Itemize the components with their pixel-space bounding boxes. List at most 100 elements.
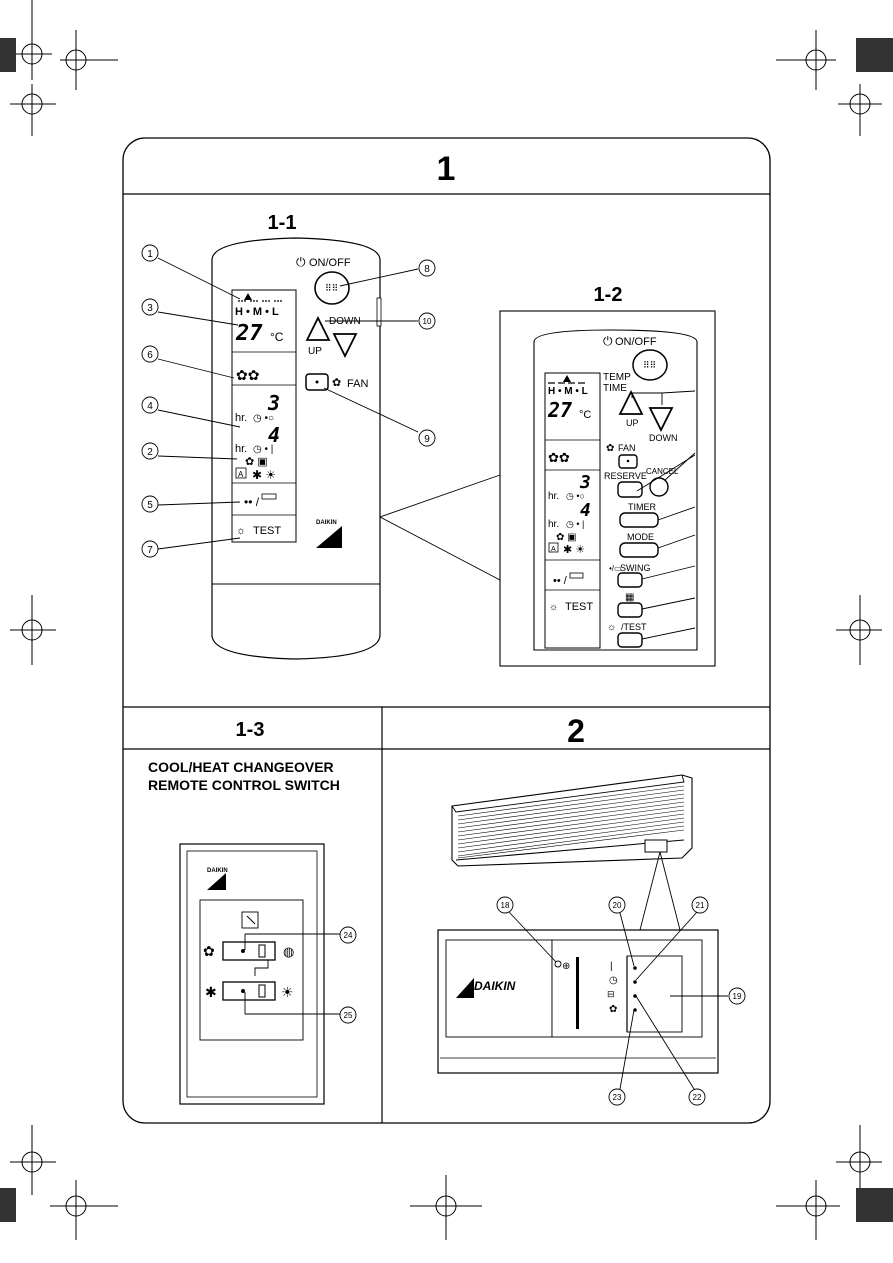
mode-label: MODE	[627, 532, 654, 542]
open-timer-off-value: 4	[580, 500, 591, 521]
fan-only-icon: ✿	[203, 943, 215, 959]
cool-icon: ✱	[205, 984, 217, 1000]
swing-label: SWING	[620, 563, 651, 573]
open-up-label: UP	[626, 418, 639, 428]
test-button[interactable]	[617, 632, 643, 648]
on-off-button[interactable]	[314, 271, 350, 305]
open-fan-levels: H • M • L	[548, 386, 588, 397]
section-2-number: 2	[567, 713, 585, 749]
callout-18: 18	[501, 901, 510, 910]
registration-marks	[0, 0, 882, 1240]
callouts-1-2	[636, 452, 696, 640]
cancel-button[interactable]	[649, 477, 669, 497]
remote-controller-front: H • M • L 27 °C ✿✿ 3 hr. ◷ •○ 4 hr. ◷ • …	[211, 237, 382, 660]
svg-text:☼: ☼	[549, 602, 558, 613]
timer-label: TIMER	[628, 502, 656, 512]
mode-button[interactable]	[619, 542, 659, 558]
callout-10: 10	[423, 317, 432, 326]
daikin-logo-small: DAIKIN	[316, 520, 342, 548]
callout-7: 7	[147, 545, 153, 556]
fan-lamp-icon: ✿	[609, 1004, 617, 1015]
open-hr-2: hr.	[548, 519, 559, 530]
power-symbol-icon: ⏻	[296, 255, 306, 269]
lcd-clock-icon: ◷ •○	[253, 413, 274, 424]
callout-6: 6	[147, 350, 153, 361]
dry-icon: ◍	[283, 944, 294, 959]
indoor-display-panel: DAIKIN ⊕ | ◷ ⊟ ✿	[437, 929, 719, 1074]
down-label: DOWN	[329, 316, 361, 327]
callout-4: 4	[147, 401, 153, 412]
open-lcd-temperature: 27	[547, 398, 572, 422]
indoor-brand: DAIKIN	[474, 979, 516, 993]
open-auto-mode: A	[551, 546, 556, 553]
svg-text:✿ ▣: ✿ ▣	[556, 532, 577, 543]
callout-21: 21	[696, 901, 705, 910]
fan-icon: ✿	[332, 377, 341, 389]
callout-5: 5	[147, 500, 153, 511]
reserve-button[interactable]	[617, 481, 643, 498]
lcd-fan-icon: ✿✿	[236, 367, 259, 383]
open-on-off-button[interactable]	[632, 349, 668, 381]
lcd-auto-mode: A	[238, 470, 244, 479]
timer-button[interactable]	[619, 512, 659, 528]
open-on-off-label: ON/OFF	[615, 336, 657, 348]
open-down-label: DOWN	[649, 433, 678, 443]
changeover-heading-2: REMOTE CONTROL SWITCH	[148, 777, 340, 793]
lcd-hr-label-1: hr.	[235, 412, 247, 424]
time-label: TIME	[603, 383, 627, 394]
section-1-1-title: 1-1	[268, 212, 297, 234]
lcd-timer-off-value: 4	[268, 423, 280, 447]
operation-lamp-icon: |	[610, 961, 613, 972]
section-1-2-title: 1-2	[594, 284, 623, 306]
svg-text:◷ •○: ◷ •○	[566, 491, 585, 501]
color-bars	[0, 38, 893, 1222]
open-down-button[interactable]	[648, 407, 674, 433]
lcd-test-icon: ☼	[236, 525, 246, 537]
callout-24: 24	[344, 931, 353, 940]
fan-label: FAN	[347, 378, 368, 390]
test-button-label: /TEST	[621, 622, 647, 632]
lcd-swing-icon: •• /	[244, 495, 260, 509]
switch-box-brand: DAIKIN	[207, 868, 228, 874]
lcd-temperature: 27	[235, 321, 263, 346]
lcd-hr-label-2: hr.	[235, 443, 247, 455]
fan-changeover-slider[interactable]	[222, 941, 276, 961]
signal-receiver	[554, 960, 562, 968]
lcd-unit: °C	[270, 330, 284, 344]
svg-text:✿: ✿	[606, 443, 614, 454]
svg-text:•• /: •• /	[553, 575, 568, 587]
svg-text:•/▭: •/▭	[609, 564, 622, 573]
svg-text:☼: ☼	[607, 622, 616, 633]
open-hr-1: hr.	[548, 491, 559, 502]
open-lcd-unit: °C	[579, 409, 591, 421]
callout-3: 3	[147, 303, 153, 314]
indoor-unit	[451, 774, 693, 931]
callout-1: 1	[147, 249, 153, 260]
temp-up-button[interactable]	[305, 315, 331, 341]
lcd-cool-heat-icons: ✱ ☀	[252, 468, 276, 482]
callout-19: 19	[733, 992, 742, 1001]
callout-23: 23	[613, 1093, 622, 1102]
swing-button[interactable]	[617, 572, 643, 588]
lcd-test-label: TEST	[253, 525, 281, 537]
callouts-1-1	[157, 257, 419, 550]
section-1-number: 1	[437, 150, 456, 188]
open-up-button[interactable]	[618, 389, 644, 415]
svg-text:DAIKIN: DAIKIN	[316, 520, 337, 526]
up-label: UP	[308, 346, 322, 357]
lcd-clock-icon-2: ◷ • |	[253, 444, 273, 455]
filter-lamp-icon: ⊟	[607, 989, 615, 999]
callout-25: 25	[344, 1011, 353, 1020]
callout-22: 22	[693, 1093, 702, 1102]
on-off-label: ON/OFF	[309, 257, 351, 269]
cool-heat-slider[interactable]	[222, 981, 276, 1001]
filter-reset-button[interactable]	[617, 602, 643, 618]
svg-text:⏻: ⏻	[603, 334, 613, 348]
timer-lamp-icon: ◷	[609, 975, 618, 986]
temp-down-button[interactable]	[332, 333, 358, 359]
on-off-switch-icon: ⊕	[562, 961, 570, 972]
reserve-label: RESERVE	[604, 471, 647, 481]
open-fan-label: FAN	[618, 443, 636, 453]
changeover-heading-1: COOL/HEAT CHANGEOVER	[148, 759, 334, 775]
open-test-label: TEST	[565, 601, 593, 613]
